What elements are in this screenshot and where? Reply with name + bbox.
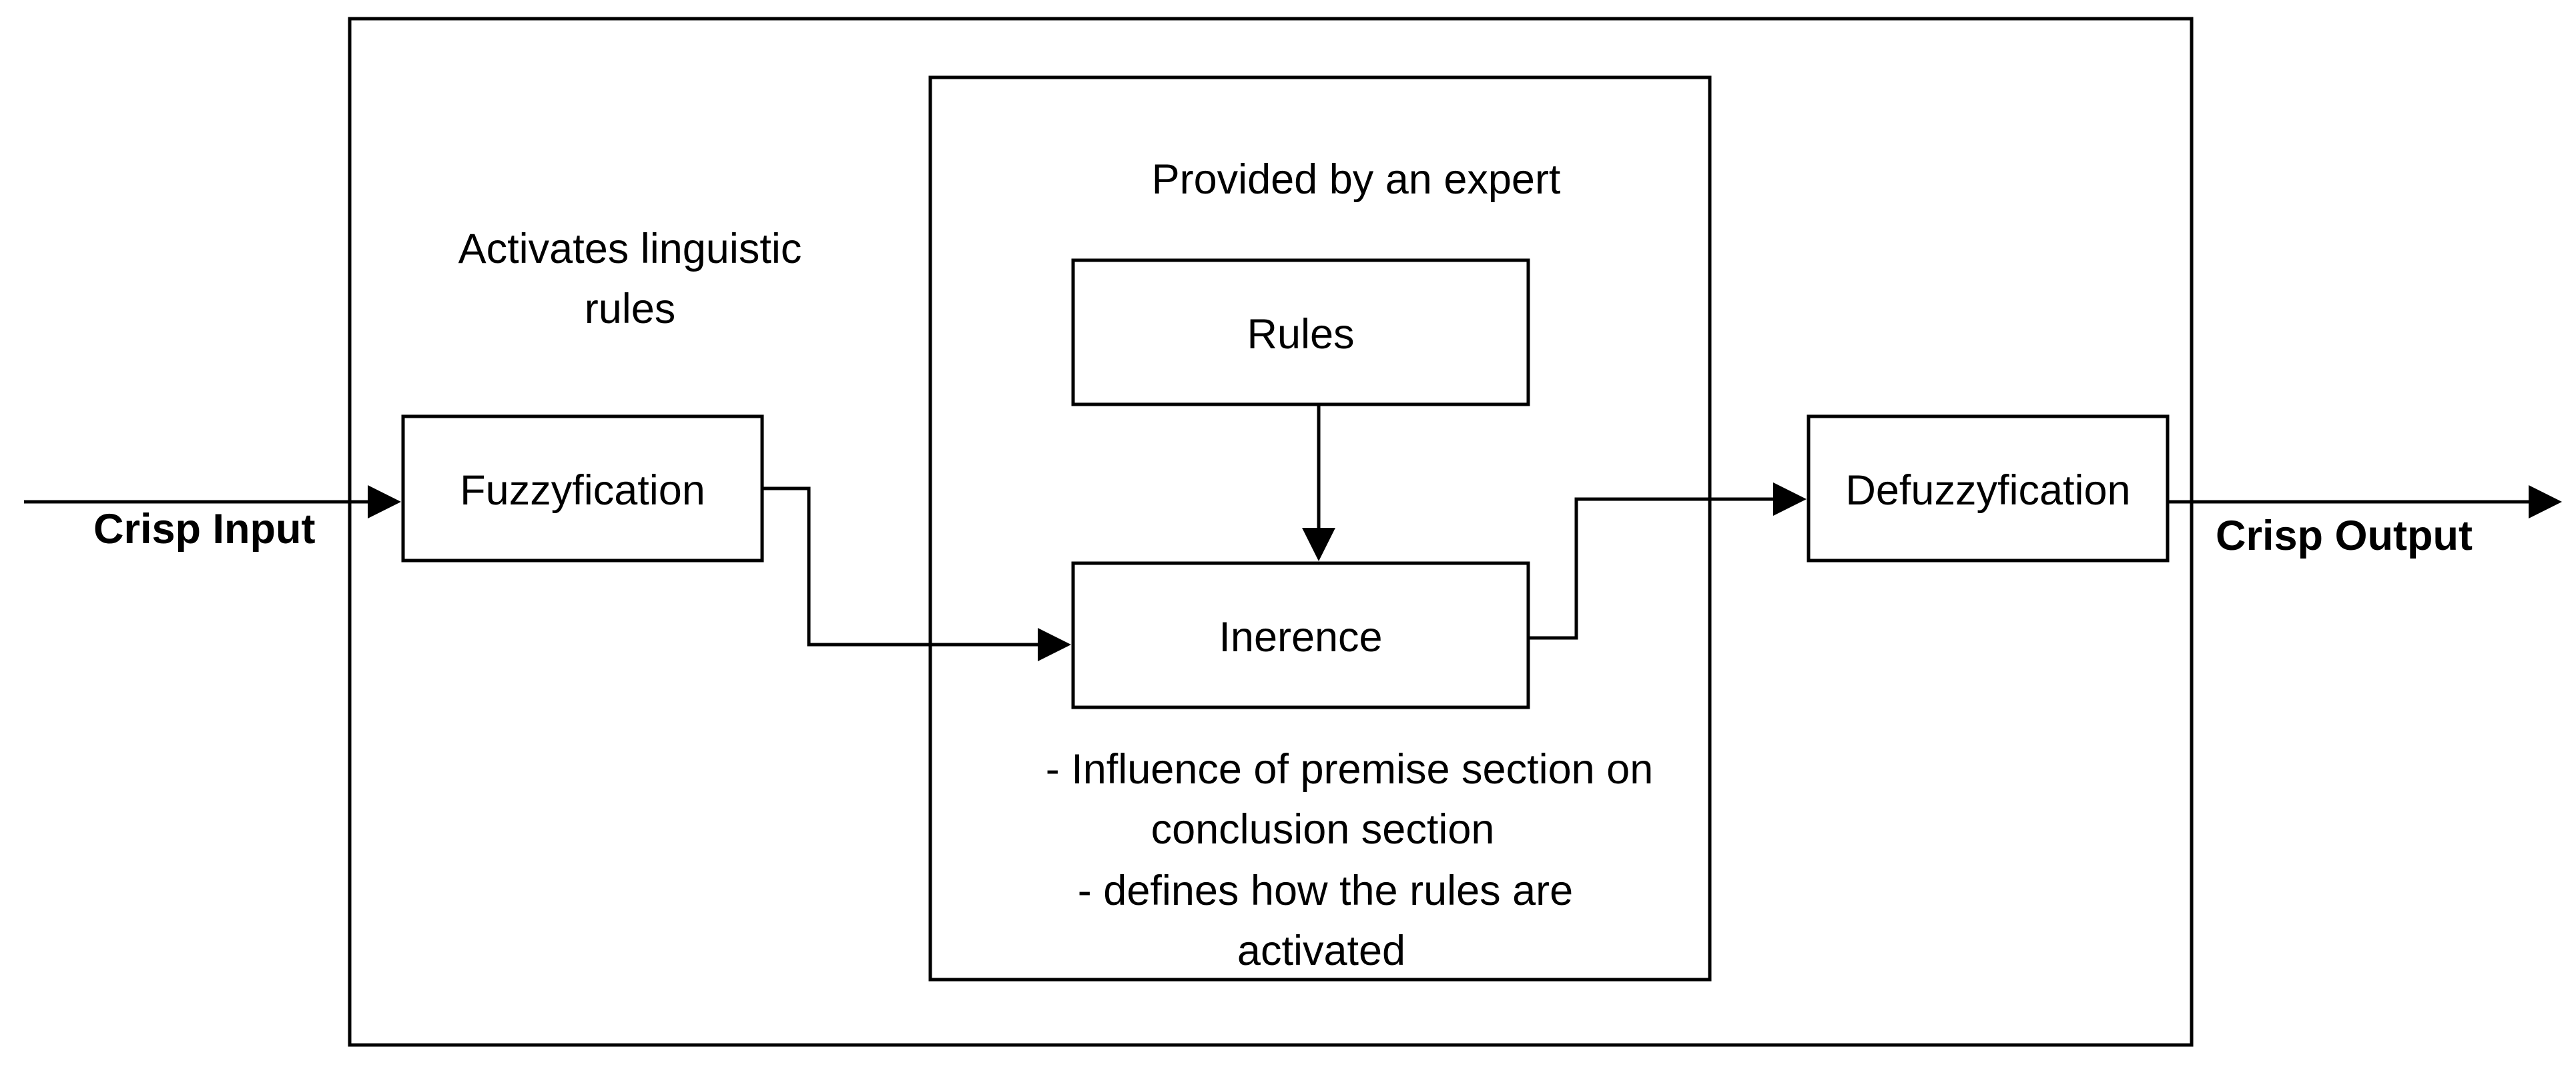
expert-panel-caption: Provided by an expert bbox=[1152, 156, 1561, 203]
inference-label: Inerence bbox=[1219, 614, 1382, 661]
inference-note-line-2: conclusion section bbox=[1151, 806, 1495, 853]
defuzzification-box bbox=[1807, 414, 2170, 563]
inference-to-defuzzification-arrow bbox=[1528, 482, 1807, 640]
rules-label: Rules bbox=[1247, 311, 1354, 358]
rules-box bbox=[1071, 258, 1530, 406]
fuzzification-caption-line-1: Activates linguistic bbox=[458, 226, 802, 272]
expert-panel-frame bbox=[928, 75, 1712, 982]
inference-note-line-1: - Influence of premise section on bbox=[1046, 746, 1654, 793]
inference-note-line-3: - defines how the rules are bbox=[1078, 867, 1573, 914]
crisp-output-label: Crisp Output bbox=[2216, 512, 2473, 559]
fuzzification-caption-line-2: rules bbox=[585, 286, 676, 332]
fuzzy-system-frame bbox=[348, 17, 2194, 1047]
inference-box bbox=[1071, 561, 1530, 709]
crisp-input-label: Crisp Input bbox=[93, 506, 315, 553]
defuzzification-label: Defuzzyfication bbox=[1845, 467, 2130, 514]
fuzzification-to-inference-arrow bbox=[762, 486, 1071, 661]
inference-note-line-4: activated bbox=[1237, 928, 1405, 974]
fuzzification-label: Fuzzyfication bbox=[460, 467, 705, 514]
